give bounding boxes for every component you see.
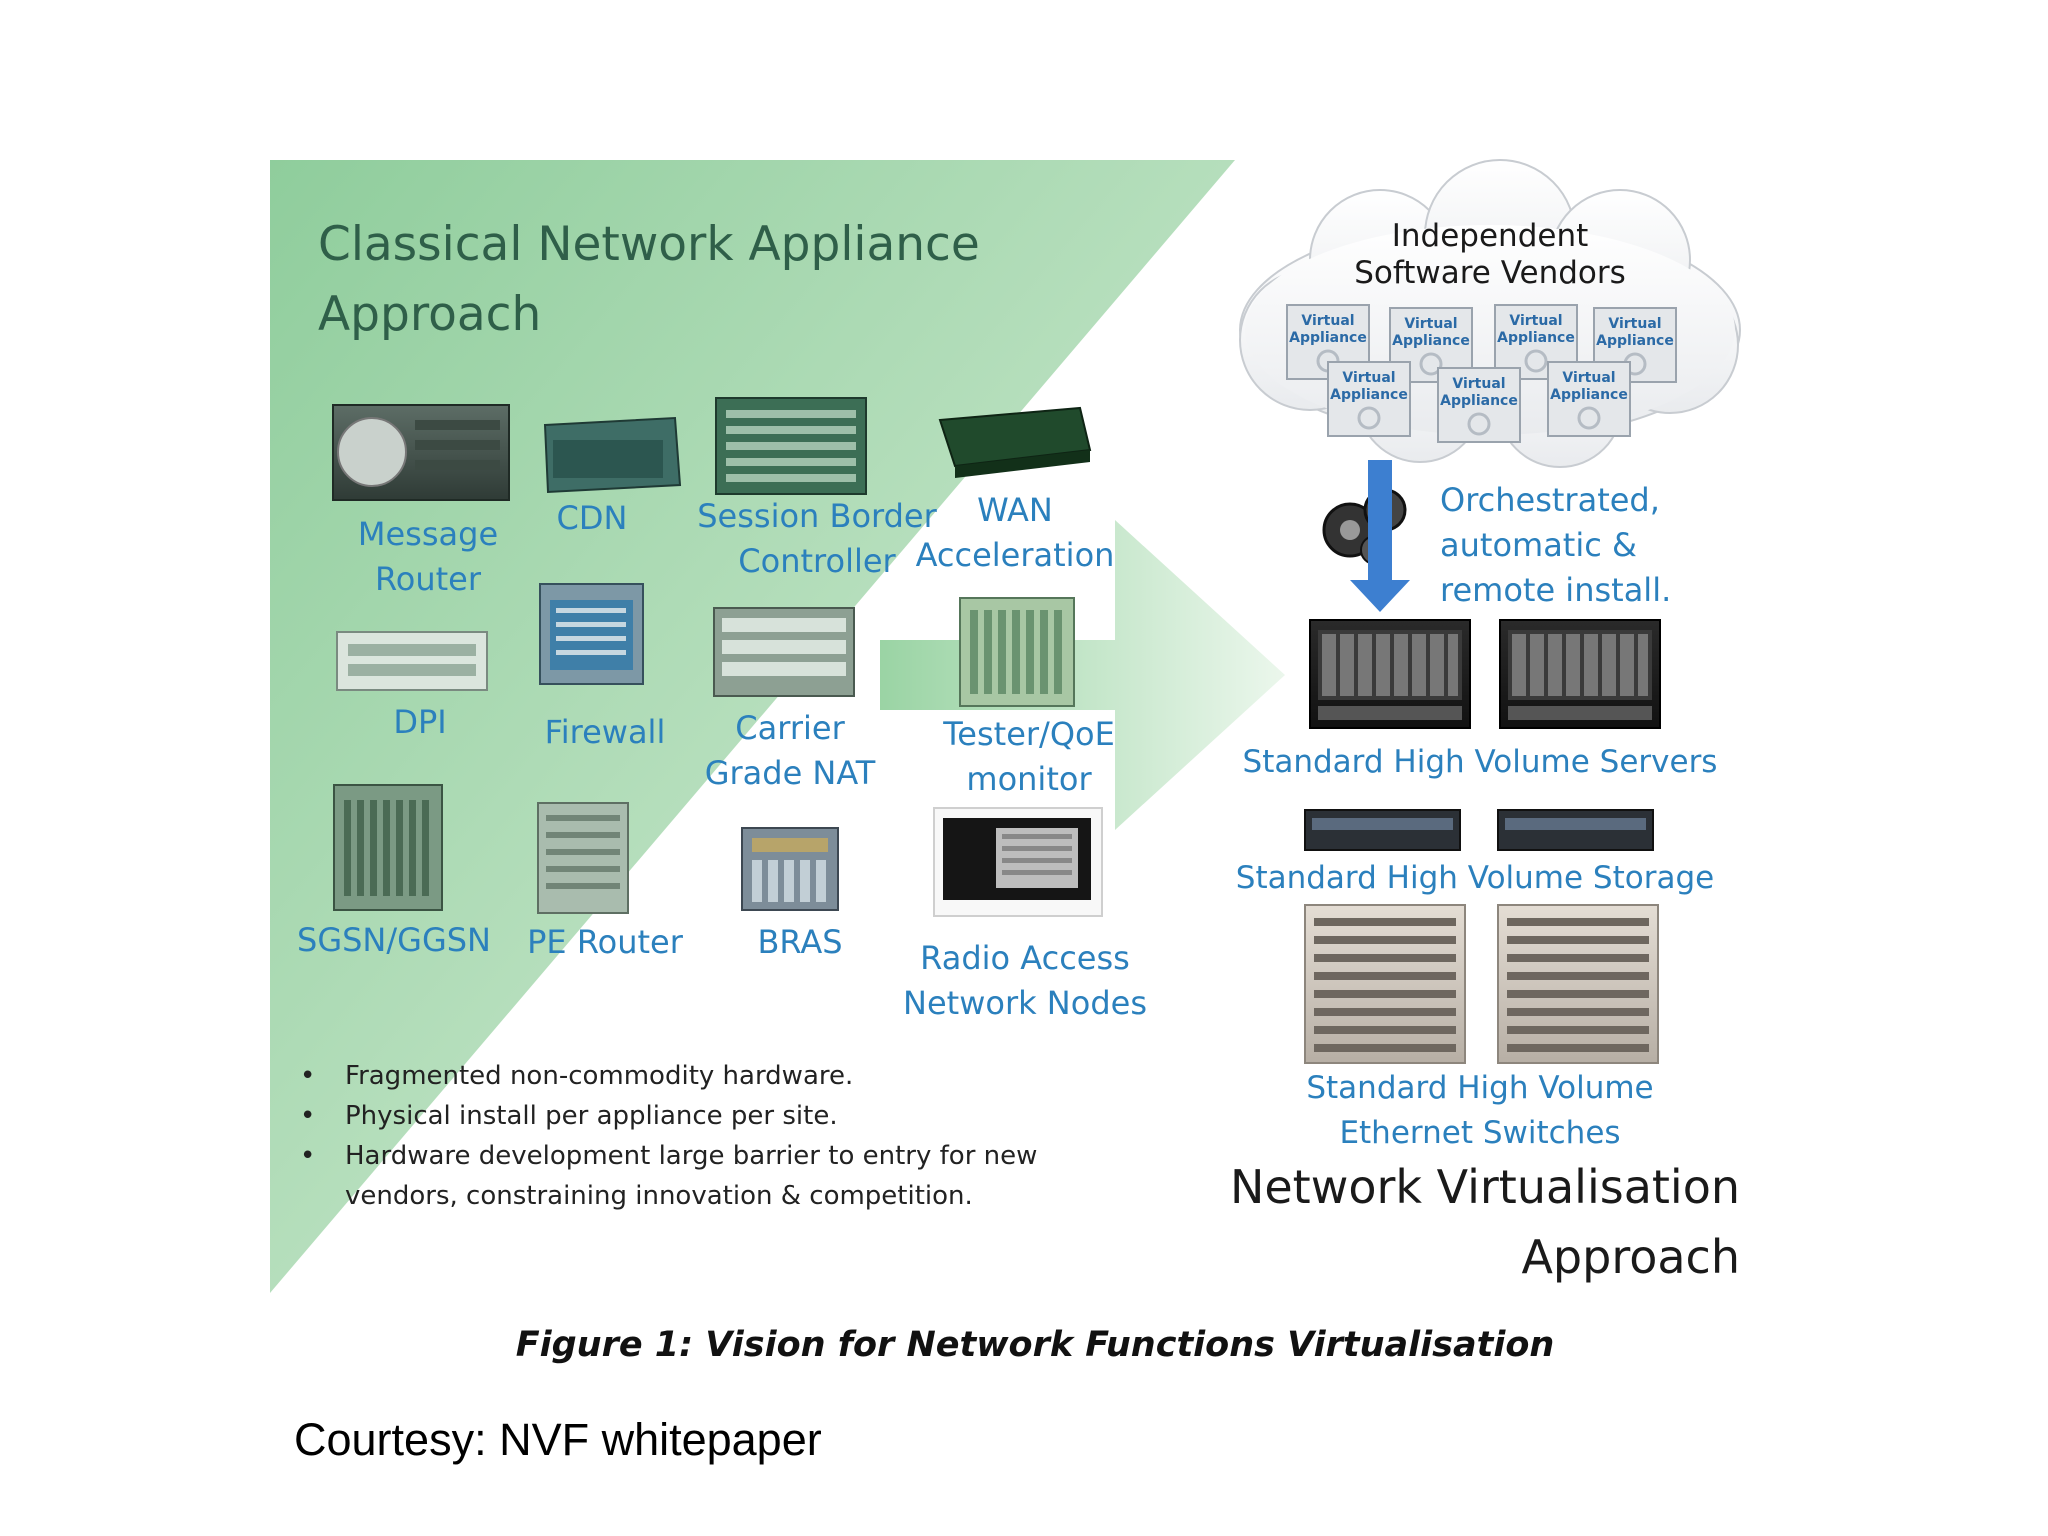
virtual-appliance-label: Virtual	[1562, 370, 1615, 386]
virtual-appliance-group: VirtualApplianceVirtualApplianceVirtualA…	[1286, 304, 1677, 443]
bullet-item: Hardware development large barrier to en…	[300, 1136, 1130, 1216]
session-border-controller-device-icon	[715, 397, 867, 495]
storage-icon-left	[1304, 809, 1461, 851]
classical-title-line2: Approach	[318, 287, 542, 342]
pe-router-label: PE Router	[527, 923, 683, 961]
classical-title-line1: Classical Network Appliance	[318, 217, 980, 272]
switches-label: Standard High Volume Ethernet Switches	[1306, 1070, 1654, 1151]
virtual-appliance-label: Appliance	[1550, 387, 1628, 403]
storage-icon-right	[1497, 809, 1654, 851]
gears-icon	[1322, 488, 1407, 565]
switch-icon-right	[1497, 904, 1659, 1064]
virtual-appliance-label: Appliance	[1596, 333, 1674, 349]
bras-device-icon	[741, 827, 839, 911]
bullet-item: Physical install per appliance per site.	[300, 1096, 1130, 1136]
gear-icon	[1577, 406, 1601, 430]
cdn-label: CDN	[556, 499, 628, 537]
cloud-title: Independent Software Vendors	[1354, 218, 1626, 291]
dpi-label: DPI	[393, 703, 447, 741]
virtual-appliance-label: Appliance	[1392, 333, 1470, 349]
virtual-appliance-label: Appliance	[1440, 393, 1518, 409]
figure-caption: Figure 1: Vision for Network Functions V…	[515, 1325, 1555, 1365]
storage-label: Standard High Volume Storage	[1235, 860, 1715, 896]
classical-drawbacks-list: Fragmented non-commodity hardware. Physi…	[300, 1056, 1130, 1216]
virtual-appliance-label: Virtual	[1452, 376, 1505, 392]
virtual-appliance-label: Appliance	[1289, 330, 1367, 346]
virtual-appliance-label: Virtual	[1608, 316, 1661, 332]
virtual-appliance-label: Virtual	[1404, 316, 1457, 332]
sgsn-ggsn-device-icon	[333, 784, 443, 911]
gear-icon	[1419, 352, 1443, 376]
cdn-device-icon	[543, 416, 682, 494]
transition-arrow	[880, 520, 1285, 830]
message-router-device-icon	[332, 404, 510, 501]
install-arrow-icon	[1350, 460, 1410, 612]
orchestration-text: Orchestrated, automatic & remote install…	[1440, 481, 1672, 609]
wan-acceleration-device-icon	[938, 406, 1092, 478]
sgsn-ggsn-label: SGSN/GGSN	[297, 921, 491, 959]
firewall-device-icon	[539, 583, 644, 685]
dpi-device-icon	[336, 631, 488, 691]
classical-approach-title: Classical Network Appliance Approach	[318, 210, 1078, 350]
servers-label: Standard High Volume Servers	[1242, 744, 1718, 780]
virtualisation-approach-title: Network Virtualisation Approach	[1229, 1160, 1740, 1284]
virtual-appliance-label: Appliance	[1497, 330, 1575, 346]
virtual-appliance-label: Appliance	[1330, 387, 1408, 403]
bullet-item: Fragmented non-commodity hardware.	[300, 1056, 1130, 1096]
server-icon-left	[1309, 619, 1471, 729]
tester-qoe-monitor-device-icon	[959, 597, 1075, 707]
bras-label: BRAS	[757, 923, 843, 961]
virtual-appliance-label: Virtual	[1509, 313, 1562, 329]
virtual-appliance-label: Virtual	[1301, 313, 1354, 329]
classical-appliances-group	[332, 397, 1103, 917]
gear-icon	[1524, 349, 1548, 373]
courtesy-note: Courtesy: NVF whitepaper	[294, 1414, 822, 1465]
firewall-label: Firewall	[544, 713, 666, 751]
virtual-appliance-label: Virtual	[1342, 370, 1395, 386]
radio-access-network-nodes-device-icon	[933, 807, 1103, 917]
switch-icon-left	[1304, 904, 1466, 1064]
pe-router-device-icon	[537, 802, 629, 914]
gear-icon	[1357, 406, 1381, 430]
gear-icon	[1467, 412, 1491, 436]
server-icon-right	[1499, 619, 1661, 729]
carrier-grade-nat-device-icon	[713, 607, 855, 697]
